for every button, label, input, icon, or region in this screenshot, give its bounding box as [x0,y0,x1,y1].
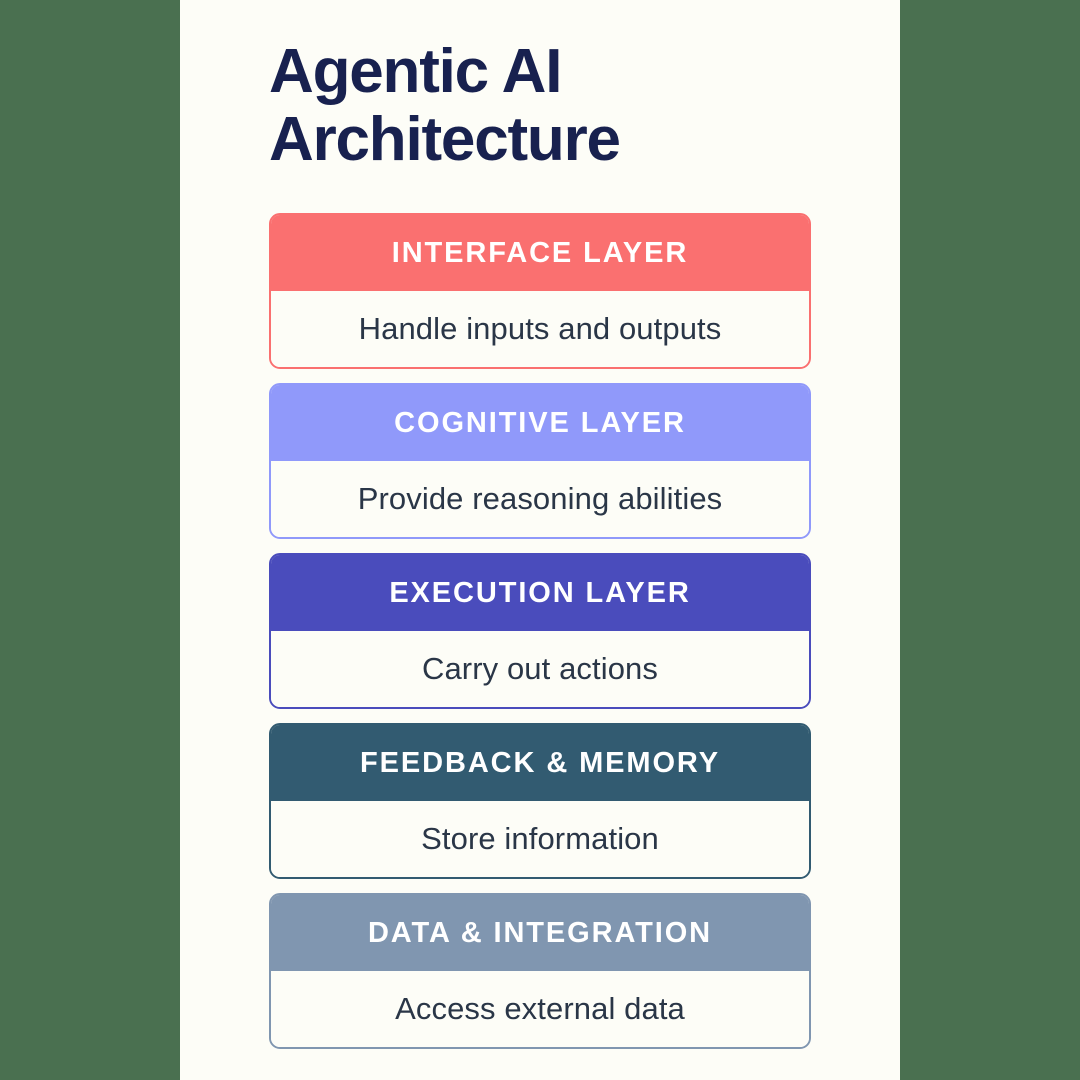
layer-header: INTERFACE LAYER [271,215,809,291]
layer-description: Store information [271,801,809,877]
layer-description: Provide reasoning abilities [271,461,809,537]
page-title: Agentic AI Architecture [269,37,621,174]
layer-description: Handle inputs and outputs [271,291,809,367]
layer-header: COGNITIVE LAYER [271,385,809,461]
layer-description: Access external data [271,971,809,1047]
layer-header: FEEDBACK & MEMORY [271,725,809,801]
layer-description: Carry out actions [271,631,809,707]
layer-header: EXECUTION LAYER [271,555,809,631]
layer-header: DATA & INTEGRATION [271,895,809,971]
